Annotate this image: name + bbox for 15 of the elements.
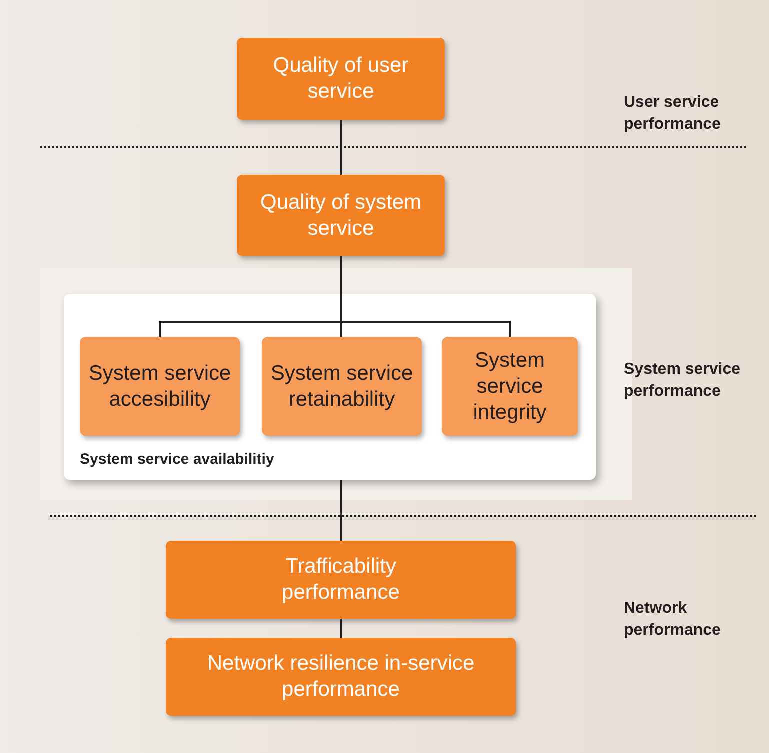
group-panel bbox=[64, 294, 596, 480]
process-box: Trafficability performance bbox=[166, 541, 516, 619]
process-box: Network resilience in-service performance bbox=[166, 638, 516, 716]
subprocess-box: System service accesibility bbox=[80, 337, 240, 436]
panel-title: System service availabilitiy bbox=[80, 451, 274, 468]
connector-line bbox=[340, 619, 342, 638]
layer-label: User service performance bbox=[624, 93, 722, 135]
process-box: Quality of system service bbox=[237, 175, 445, 256]
layer-label: Network performance bbox=[624, 599, 722, 641]
layer-label: System service performance bbox=[624, 360, 742, 402]
connector-line bbox=[340, 120, 342, 175]
process-box: Quality of user service bbox=[237, 38, 445, 120]
connector-line bbox=[340, 480, 342, 541]
subprocess-box: System service retainability bbox=[262, 337, 422, 436]
subprocess-box: System service integrity bbox=[442, 337, 578, 436]
